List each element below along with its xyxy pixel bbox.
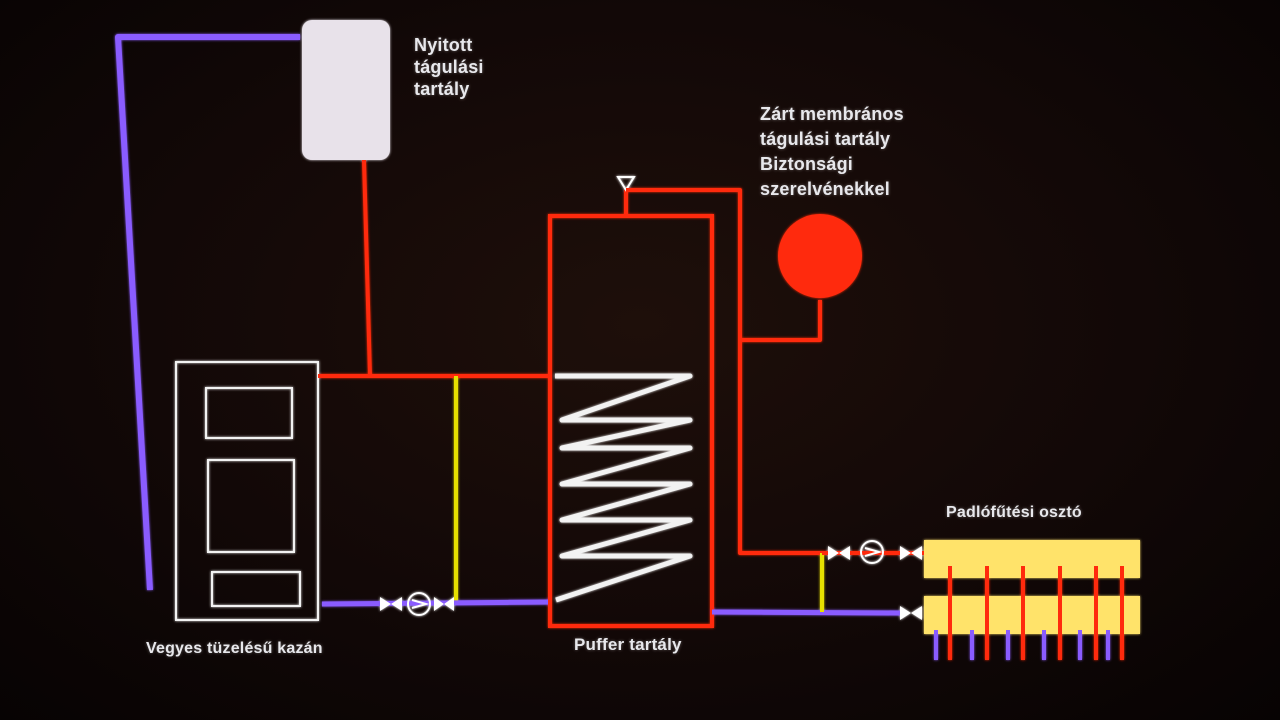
supply-valve-right xyxy=(900,546,922,560)
return-pump xyxy=(407,592,431,616)
return-pump-group xyxy=(380,592,454,616)
open-tank-label-line: Nyitott xyxy=(414,35,473,55)
open-tank-label-line: tartály xyxy=(414,79,470,99)
manifold-label: Padlófűtési osztó xyxy=(946,504,1082,521)
closed-tank-label-line: szerelvénekkel xyxy=(760,179,890,199)
expansion-tank-pipe xyxy=(740,300,822,342)
supply-pump xyxy=(860,540,884,564)
open-expansion-tank xyxy=(302,20,390,160)
return-valve-left xyxy=(380,597,402,611)
closed-expansion-tank xyxy=(778,214,862,298)
safety-flow-pipe xyxy=(362,159,372,377)
manifold-supply-bar xyxy=(924,540,1140,578)
open-tank-label: Nyitott tágulási tartály xyxy=(414,34,484,100)
closed-tank-label-line: Zárt membrános xyxy=(760,104,904,124)
return-manifold-valve xyxy=(900,606,922,620)
closed-tank-label-line: Biztonsági xyxy=(760,154,854,174)
buffer-coil xyxy=(555,373,693,603)
boiler-door-middle xyxy=(207,459,295,553)
buffer-tank xyxy=(548,214,714,628)
boiler-door-bottom xyxy=(211,571,301,607)
vent-pipe xyxy=(115,34,300,591)
closed-tank-label-line: tágulási tartály xyxy=(760,129,891,149)
manifold-return-bar xyxy=(924,596,1140,634)
boiler xyxy=(175,361,319,621)
manifold-outlets xyxy=(934,566,1124,660)
buffer-top-pipe xyxy=(626,188,822,555)
open-tank-label-line: tágulási xyxy=(414,57,484,77)
floor-return-pipe xyxy=(711,609,901,616)
air-vent-icon xyxy=(616,176,636,192)
boiler-door-top xyxy=(205,387,293,439)
boiler-label: Vegyes tüzelésű kazán xyxy=(146,640,323,657)
closed-tank-label: Zárt membrános tágulási tartály Biztonsá… xyxy=(760,102,904,202)
buffer-label: Puffer tartály xyxy=(574,635,682,654)
return-valve-right xyxy=(434,597,454,611)
supply-pump-group xyxy=(828,540,922,564)
supply-valve-left xyxy=(828,546,850,560)
